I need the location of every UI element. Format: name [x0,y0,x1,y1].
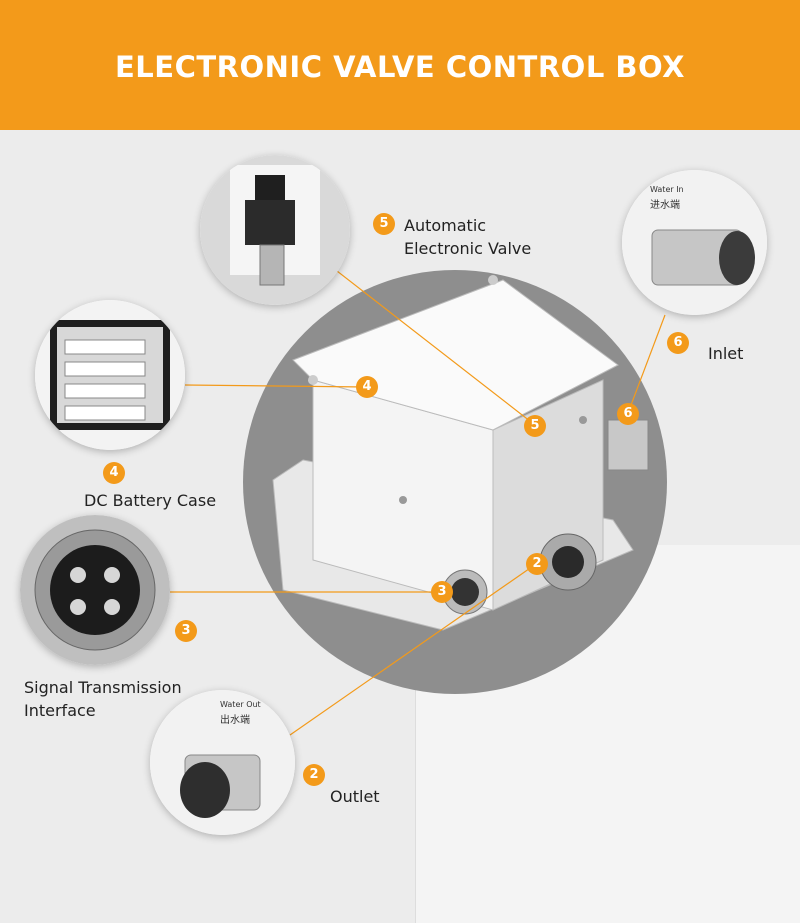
label-signal-interface: Signal Transmission Interface [24,676,182,722]
connector-icon [20,515,170,665]
title-banner: ELECTRONIC VALVE CONTROL BOX [0,0,800,130]
main-product-circle [243,270,667,694]
badge-5-product: 5 [524,415,546,437]
outlet-icon [150,690,295,835]
badge-5-label: 5 [373,213,395,235]
outlet-tag-cn: 出水端 [220,715,250,726]
label-outlet: Outlet [330,787,380,806]
badge-4-label: 4 [103,462,125,484]
badge-4-product: 4 [356,376,378,398]
badge-3-label: 3 [175,620,197,642]
outlet-photo: Water Out 出水端 [150,690,295,835]
valve-icon [200,155,350,305]
outlet-tag-en: Water Out [220,700,261,709]
battery-case-photo [35,300,185,450]
inlet-icon [622,170,767,315]
inlet-photo: Water In 进水端 [622,170,767,315]
badge-6-product: 6 [617,403,639,425]
badge-2-product: 2 [526,553,548,575]
badge-3-product: 3 [431,581,453,603]
label-signal-line1: Signal Transmission [24,678,182,697]
label-battery-case: DC Battery Case [84,491,217,510]
label-valve: Automatic Electronic Valve [404,214,531,260]
battery-case-icon [35,300,185,450]
page-title: ELECTRONIC VALVE CONTROL BOX [115,50,685,84]
signal-interface-photo [20,515,170,665]
inlet-tag-cn: 进水端 [650,200,680,211]
inlet-tag-en: Water In [650,185,684,194]
label-signal-line2: Interface [24,701,96,720]
valve-photo [200,155,350,305]
control-box-illustration [272,275,649,631]
label-inlet: Inlet [708,344,744,363]
badge-6-label: 6 [667,332,689,354]
label-valve-line1: Automatic [404,216,487,235]
label-valve-line2: Electronic Valve [404,239,532,258]
badge-2-label: 2 [303,764,325,786]
